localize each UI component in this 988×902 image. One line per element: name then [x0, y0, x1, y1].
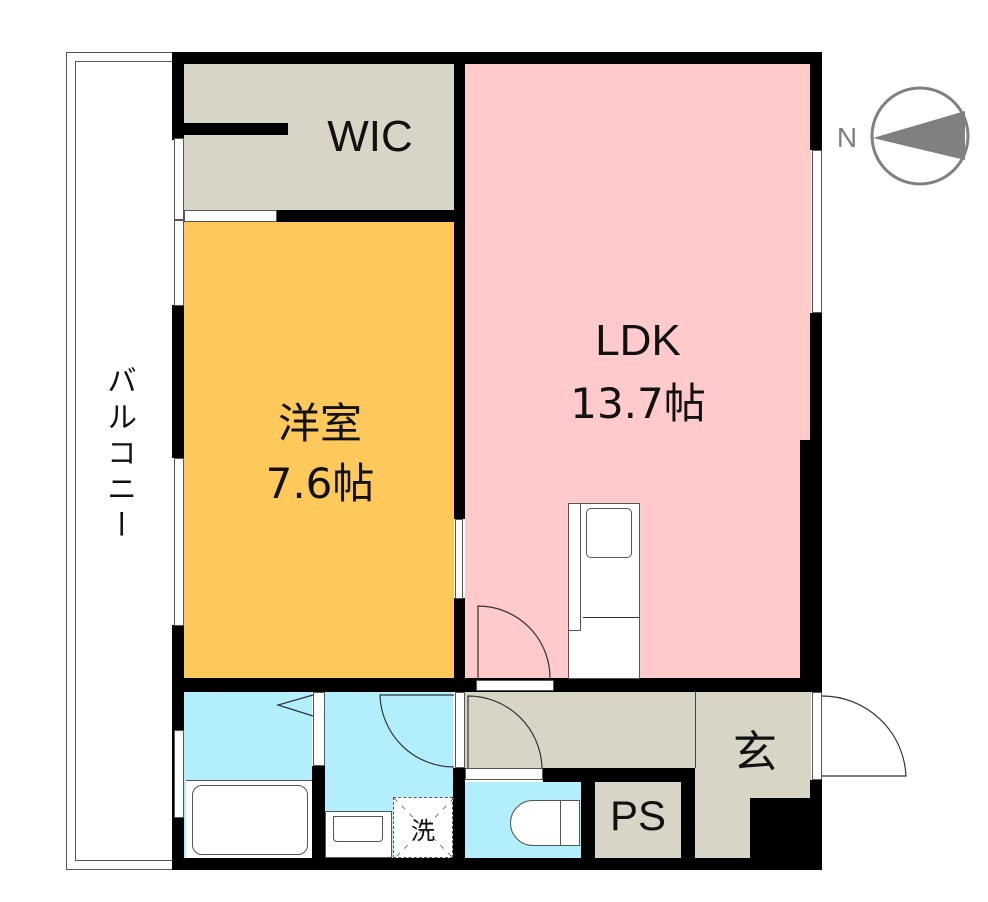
western-room-label: 洋室 — [277, 399, 362, 448]
window-west-1 — [174, 220, 184, 306]
wall-top — [172, 52, 822, 64]
bathtub-icon — [186, 780, 312, 858]
ps-room — [595, 782, 681, 858]
wall-left-top — [172, 52, 184, 140]
wall-wic-ledge — [184, 123, 288, 135]
wall-bottom — [172, 858, 822, 870]
window-ldk — [812, 150, 822, 313]
toilet-icon — [510, 800, 580, 846]
compass-north-label: N — [836, 122, 858, 153]
ps-label: PS — [609, 792, 667, 839]
balcony-label: バルコニー — [101, 365, 136, 545]
door-hall-icon — [467, 695, 543, 769]
ldk-label: LDK — [595, 316, 681, 365]
laundry-label: 洗 — [411, 817, 435, 845]
north-arrow-icon — [870, 86, 970, 186]
window-west-2 — [174, 458, 184, 626]
western-room-size: 7.6帖 — [265, 459, 375, 508]
wic-room — [184, 64, 454, 212]
sink-icon — [586, 508, 632, 558]
bath-fold-door-icon — [275, 694, 314, 717]
door-entrance-icon — [821, 695, 907, 777]
balcony — [66, 52, 178, 870]
door-washroom-icon — [379, 694, 455, 768]
western-room — [184, 222, 454, 678]
window-wic — [174, 138, 184, 220]
ldk-size: 13.7帖 — [570, 379, 706, 428]
wic-label: WIC — [327, 112, 413, 161]
wash-basin-icon — [325, 811, 392, 858]
wall-right-top — [810, 52, 822, 150]
laundry-space — [393, 797, 455, 860]
window-bath — [174, 730, 184, 818]
door-ldk-icon — [477, 605, 551, 680]
entrance-label: 玄 — [733, 727, 777, 778]
